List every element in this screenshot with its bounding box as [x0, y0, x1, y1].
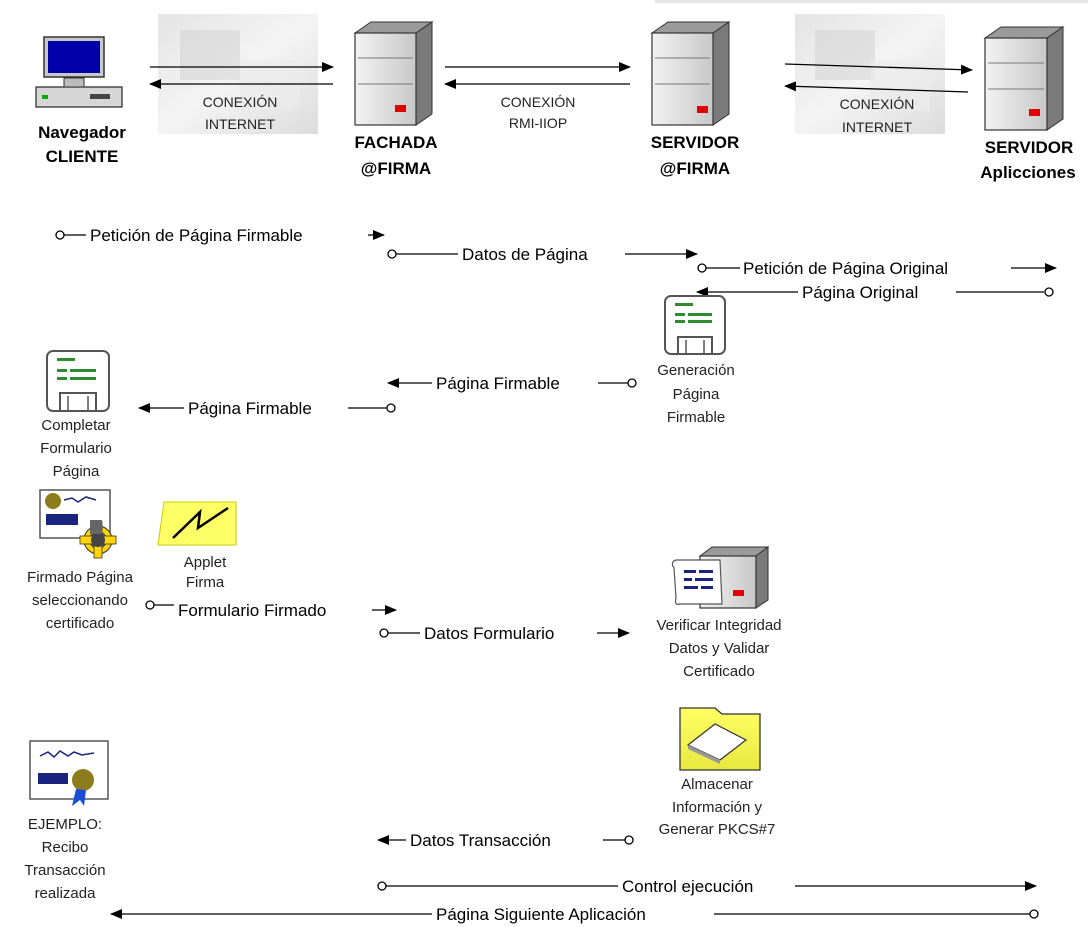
folder-icon: [679, 707, 761, 771]
ejemplo-line4: realizada: [35, 885, 97, 902]
message-m1: Petición de Página Firmable: [90, 226, 303, 245]
generacion-line3: Firmable: [667, 409, 725, 426]
applet-line2: Firma: [186, 574, 225, 591]
connection-panel-internet-2: [795, 14, 945, 134]
connection-arrows: [149, 62, 973, 93]
firmado-line3: certificado: [46, 615, 114, 632]
form-document-icon-completar: [46, 350, 110, 412]
generacion-line2: Página: [673, 386, 720, 403]
ejemplo-line1: EJEMPLO:: [28, 816, 102, 833]
message-lines: [55, 230, 1057, 919]
fachada-server-icon: [353, 21, 434, 126]
fachada-label-line2: @FIRMA: [361, 159, 431, 178]
completar-line2: Formulario: [40, 440, 112, 457]
message-m7: Formulario Firmado: [178, 601, 326, 620]
verificar-line2: Datos y Validar: [669, 640, 770, 657]
firmado-line2: seleccionando: [32, 592, 128, 609]
applet-lightning-icon: [157, 501, 237, 546]
fachada-label-line1: FACHADA: [354, 133, 437, 152]
scroll-server-icon: [671, 546, 770, 609]
connection-3-line1: CONEXIÓN: [840, 96, 915, 112]
apps-label-line1: SERVIDOR: [985, 138, 1074, 157]
message-m8: Datos Formulario: [424, 624, 554, 643]
applet-line1: Applet: [184, 554, 227, 571]
message-m6: Página Firmable: [188, 399, 312, 418]
connection-1-line1: CONEXIÓN: [203, 94, 278, 110]
apps-label-line2: Aplicciones: [980, 163, 1075, 182]
message-m9: Datos Transacción: [410, 831, 551, 850]
message-m4: Página Original: [802, 283, 918, 302]
message-m5: Página Firmable: [436, 374, 560, 393]
verificar-line3: Certificado: [683, 663, 755, 680]
form-document-icon-generacion: [664, 295, 726, 355]
almacenar-line3: Generar PKCS#7: [659, 821, 776, 838]
generacion-line1: Generación: [657, 362, 735, 379]
top-band: [655, 0, 1088, 3]
servidor-server-icon: [650, 21, 731, 126]
verificar-line1: Verificar Integridad: [656, 617, 781, 634]
servidor-label-line1: SERVIDOR: [651, 133, 740, 152]
client-label-line1: Navegador: [38, 123, 126, 142]
client-computer-icon: [35, 36, 123, 108]
ejemplo-line2: Recibo: [42, 839, 89, 856]
completar-line1: Completar: [41, 417, 110, 434]
connection-1-line2: INTERNET: [205, 116, 275, 132]
ejemplo-line3: Transacción: [24, 862, 105, 879]
message-m10: Control ejecución: [622, 877, 753, 896]
servidor-label-line2: @FIRMA: [660, 159, 730, 178]
almacenar-line2: Información y: [672, 799, 763, 816]
certificate-gear-icon: [39, 489, 117, 559]
connection-2-line1: CONEXIÓN: [501, 94, 576, 110]
message-m3: Petición de Página Original: [743, 259, 948, 278]
client-label-line2: CLIENTE: [46, 147, 119, 166]
message-m2: Datos de Página: [462, 245, 588, 264]
message-m11: Página Siguiente Aplicación: [436, 905, 646, 924]
receipt-certificate-icon: [29, 740, 109, 806]
connection-panel-internet-1: [158, 14, 318, 134]
almacenar-line1: Almacenar: [681, 776, 753, 793]
connection-3-line2: INTERNET: [842, 119, 912, 135]
firmado-line1: Firmado Página: [27, 569, 134, 586]
completar-line3: Página: [53, 463, 100, 480]
connection-2-line2: RMI-IIOP: [509, 115, 567, 131]
apps-server-icon: [983, 26, 1065, 131]
